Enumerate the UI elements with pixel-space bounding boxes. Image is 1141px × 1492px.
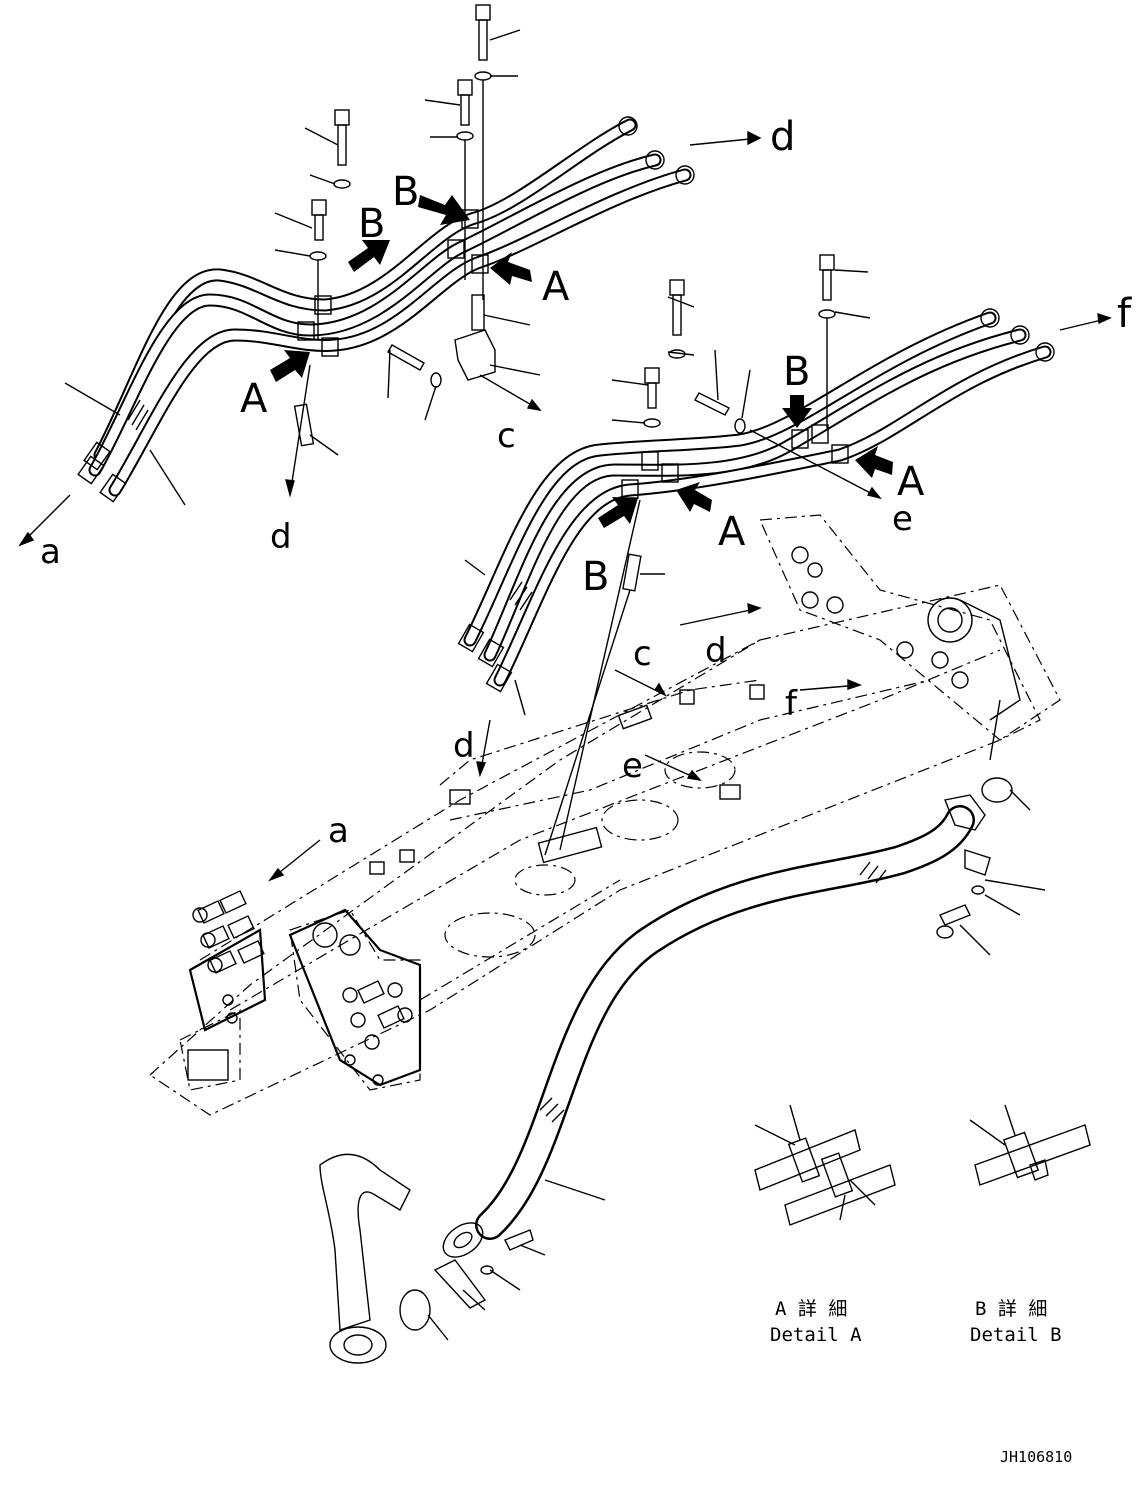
direction-arrows [18, 130, 1112, 882]
label-B-3: B [783, 349, 810, 395]
label-f-top: f [1117, 291, 1132, 337]
label-e-frame: e [622, 746, 643, 786]
label-d-frame: d [705, 631, 727, 671]
drawing-code: JH106810 [1000, 1448, 1072, 1466]
right-valve-block [791, 546, 1021, 721]
label-e-top: e [892, 499, 913, 539]
detail-b-drawing [969, 1104, 1091, 1186]
chassis-frame [149, 514, 1061, 1116]
label-c-frame: c [633, 634, 652, 674]
label-A-1: A [542, 264, 570, 310]
label-A-3: A [897, 459, 925, 505]
suction-hose [399, 777, 1013, 1331]
detail-a-drawing [754, 1104, 896, 1226]
label-A-2: A [240, 376, 268, 422]
letter-labels: d B B A A c d a f B A e A B c d f d e a [40, 114, 1132, 851]
label-c-top: c [497, 416, 516, 456]
center-valve-block [288, 908, 422, 1087]
label-a-frame: a [328, 811, 349, 851]
label-B-1: B [392, 169, 419, 215]
left-valve-block [188, 890, 267, 1032]
fastener-stack-1 [293, 4, 836, 856]
hose-assembly-right [457, 308, 1055, 693]
label-d-left: d [270, 517, 292, 557]
leader-lines [64, 29, 1046, 1341]
detail-a-jp: A 詳 細 [775, 1298, 847, 1320]
label-a-left: a [40, 532, 61, 572]
label-A-4: A [718, 509, 746, 555]
detail-a-en: Detail A [770, 1324, 862, 1346]
frame-brackets [369, 684, 765, 875]
elbow-pipe [319, 1153, 411, 1364]
detail-b-jp: B 詳 細 [975, 1298, 1047, 1320]
hose-assembly-left [77, 116, 695, 503]
detail-b-en: Detail B [970, 1324, 1062, 1346]
label-B-2: B [358, 201, 385, 247]
label-d-frame-2: d [453, 726, 475, 766]
label-f-frame: f [785, 684, 798, 724]
detail-captions: A 詳 細 Detail A B 詳 細 Detail B [770, 1298, 1062, 1346]
label-B-4: B [582, 554, 609, 600]
label-d-top: d [770, 114, 795, 160]
callout-block-arrows [270, 195, 893, 528]
